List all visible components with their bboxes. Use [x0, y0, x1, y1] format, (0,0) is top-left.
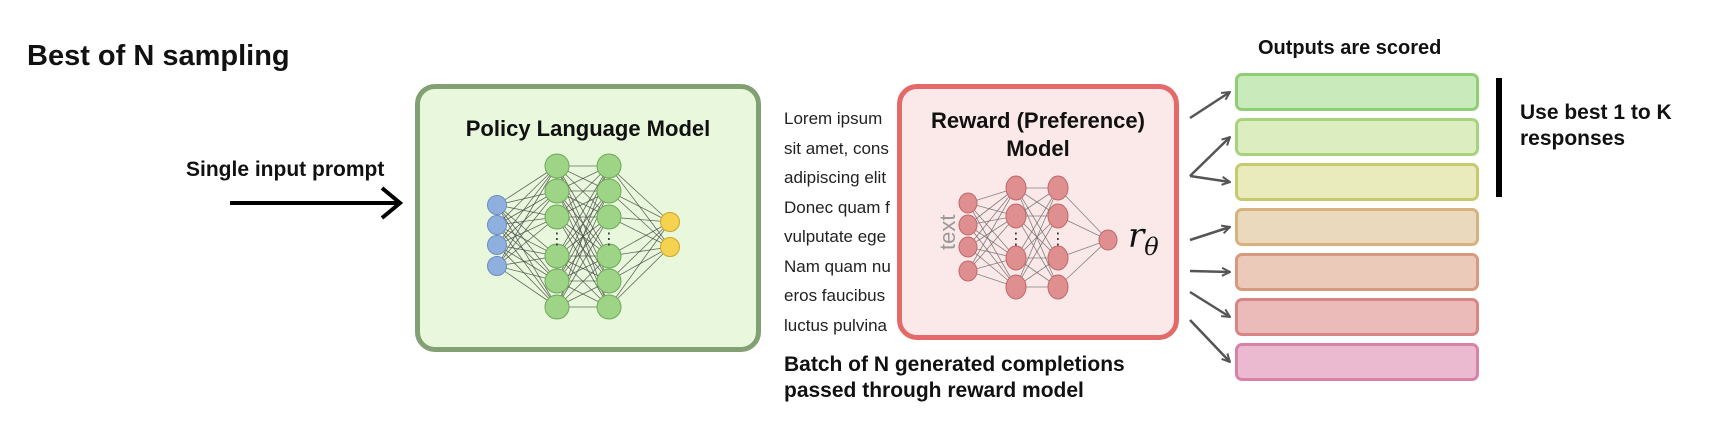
network-node — [1047, 175, 1069, 201]
completion-line: Lorem ipsum — [784, 109, 883, 128]
network-node — [544, 243, 570, 269]
output-score-bar — [1235, 298, 1479, 336]
network-node — [1005, 274, 1027, 300]
network-node — [596, 204, 622, 230]
network-node — [487, 215, 507, 235]
network-node — [1047, 203, 1069, 229]
score-arrow — [1189, 319, 1230, 362]
score-arrow — [1189, 174, 1230, 182]
selection-bracket — [1496, 78, 1502, 197]
network-node — [596, 243, 622, 269]
completion-line: adipiscing elit — [784, 168, 887, 187]
network-node — [1005, 203, 1027, 229]
completion-text: Lorem ipsum sit amet, cons adipiscing el… — [784, 104, 904, 340]
network-node — [958, 214, 978, 236]
network-node — [487, 195, 507, 215]
selection-label: Use best 1 to K responses — [1520, 101, 1672, 150]
completion-line: vulputate ege — [784, 227, 887, 246]
output-score-bar — [1235, 253, 1479, 291]
network-node — [596, 268, 622, 294]
network-node — [1047, 245, 1069, 271]
outputs-title: Outputs are scored — [1258, 37, 1442, 59]
score-arrow — [1189, 290, 1230, 317]
network-node — [544, 178, 570, 204]
network-node — [596, 294, 622, 320]
network-node — [1098, 229, 1118, 251]
network-node — [958, 260, 978, 282]
output-score-bar — [1235, 208, 1479, 246]
network-node — [544, 153, 570, 179]
policy-neural-network-icon: ⋮⋮ — [487, 153, 680, 320]
svg-text:⋮: ⋮ — [549, 229, 565, 248]
score-arrow — [1189, 92, 1230, 120]
input-arrow — [230, 186, 404, 220]
reward-output-symbol: rθ — [1128, 216, 1159, 261]
completion-line: luctus pulvina — [784, 315, 888, 335]
network-node — [596, 178, 622, 204]
output-score-bar — [1235, 73, 1479, 111]
completion-line: sit amet, cons — [784, 138, 889, 158]
network-node — [596, 153, 622, 179]
policy-model-title: Policy Language Model — [465, 116, 711, 141]
svg-text:⋮: ⋮ — [1008, 229, 1024, 248]
completion-line: eros faucibus — [784, 286, 886, 305]
output-score-bar — [1235, 163, 1479, 201]
network-node — [1005, 245, 1027, 271]
page-title: Best of N sampling — [27, 40, 290, 72]
svg-text:⋮: ⋮ — [1050, 229, 1066, 248]
network-node — [544, 268, 570, 294]
network-node — [660, 237, 680, 257]
score-arrow — [1189, 271, 1230, 272]
network-node — [660, 212, 680, 232]
network-node — [1005, 175, 1027, 201]
input-prompt-label: Single input prompt — [186, 158, 385, 181]
network-node — [1047, 274, 1069, 300]
reward-input-text-label: text — [935, 215, 960, 250]
reward-model-box: Reward (Preference) Model — [897, 84, 1179, 340]
network-node — [487, 256, 507, 276]
output-score-bar — [1235, 343, 1479, 381]
network-node — [958, 192, 978, 214]
score-arrows — [1189, 92, 1230, 362]
network-node — [958, 236, 978, 258]
score-arrow — [1189, 137, 1230, 177]
output-score-bar — [1235, 118, 1479, 156]
completion-line: Nam quam nu — [784, 256, 891, 276]
network-node — [544, 204, 570, 230]
svg-text:⋮: ⋮ — [601, 229, 617, 248]
network-node — [487, 235, 507, 255]
score-arrow — [1189, 227, 1230, 242]
batch-label: Batch of N generated completions passed … — [784, 353, 1125, 402]
network-node — [544, 294, 570, 320]
reward-neural-network-icon: ⋮⋮ — [958, 175, 1118, 300]
completion-line: Donec quam f — [784, 197, 890, 217]
reward-model-title: Reward (Preference) Model — [931, 108, 1145, 161]
